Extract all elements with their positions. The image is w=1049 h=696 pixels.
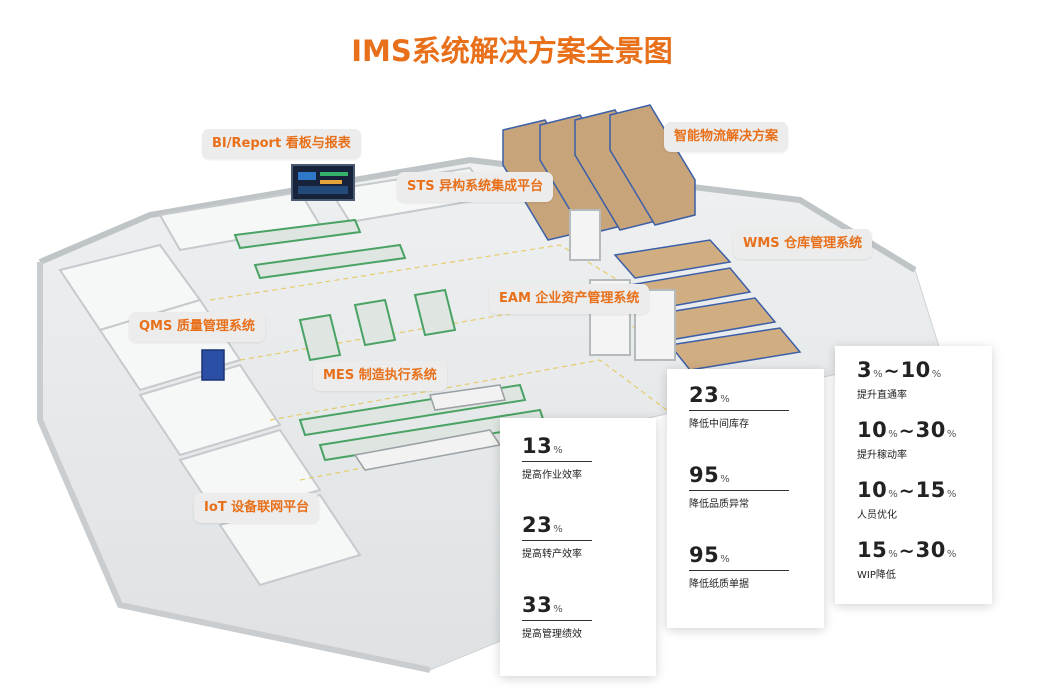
stat-unit: % (946, 489, 957, 500)
stat-value-from: 3 (857, 358, 873, 382)
stat-value: 95 (689, 463, 720, 487)
stat-label: 降低中间库存 (689, 419, 749, 430)
stat-unit: % (888, 489, 898, 500)
stat-unit: % (888, 549, 898, 560)
stats-panel-improvement: 3%~10% 提升直通率 10%~30% 提升稼动率 10%~15% 人员优化 … (835, 346, 992, 604)
stat-unit: % (553, 524, 563, 535)
tag-mes: MES 制造执行系统 (313, 361, 447, 391)
stat-item: 33% 提高管理绩效 (522, 593, 592, 640)
smt-line (353, 384, 506, 471)
stat-divider (689, 410, 789, 411)
stat-item: 15%~30% WIP降低 (857, 538, 956, 581)
stat-item: 10%~30% 提升稼动率 (857, 418, 956, 461)
stat-unit: % (720, 394, 730, 405)
stat-value: 33 (522, 593, 553, 617)
stat-label: 提高作业效率 (522, 470, 582, 481)
tag-sts: STS 异构系统集成平台 (397, 172, 554, 202)
stat-unit: % (931, 369, 942, 380)
bi-dashboard-screen (291, 164, 355, 201)
stat-label: WIP降低 (857, 570, 896, 581)
stat-value: 23 (522, 513, 553, 537)
stat-item: 23% 降低中间库存 (689, 383, 789, 430)
stat-value-to: 30 (915, 538, 946, 562)
stat-range-sep: ~ (898, 540, 915, 562)
stat-label: 提高管理绩效 (522, 629, 582, 640)
stat-divider (689, 570, 789, 571)
stat-range-sep: ~ (883, 360, 900, 382)
stat-label: 降低品质异常 (689, 499, 749, 510)
stat-divider (689, 490, 789, 491)
tag-smart-logistics: 智能物流解决方案 (664, 122, 789, 152)
tag-wms: WMS 仓库管理系统 (733, 229, 873, 259)
stat-value-from: 10 (857, 418, 888, 442)
stat-label: 人员优化 (857, 510, 897, 521)
stat-value-to: 30 (915, 418, 946, 442)
storage-racks (502, 104, 802, 371)
stat-value: 13 (522, 434, 553, 458)
stat-divider (522, 540, 592, 541)
stat-value-from: 15 (857, 538, 888, 562)
stat-unit: % (946, 429, 957, 440)
stat-unit: % (553, 445, 563, 456)
stat-unit: % (720, 474, 730, 485)
tag-bi-report: BI/Report 看板与报表 (202, 129, 361, 159)
production-lines (233, 218, 547, 462)
stat-item: 3%~10% 提升直通率 (857, 358, 941, 401)
qms-cabinet (201, 349, 225, 381)
stat-value-to: 15 (915, 478, 946, 502)
stat-divider (522, 461, 592, 462)
stats-panel-reduction: 23% 降低中间库存 95% 降低品质异常 95% 降低纸质单据 (667, 369, 824, 628)
stat-unit: % (873, 369, 883, 380)
outer-wall-left (37, 262, 431, 673)
stat-unit: % (553, 604, 563, 615)
stat-unit: % (720, 554, 730, 565)
stat-unit: % (888, 429, 898, 440)
stat-value-from: 10 (857, 478, 888, 502)
stat-label: 提升稼动率 (857, 450, 907, 461)
stat-item: 10%~15% 人员优化 (857, 478, 956, 521)
tag-qms: QMS 质量管理系统 (129, 312, 265, 342)
stat-label: 提升直通率 (857, 390, 907, 401)
stat-divider (522, 620, 592, 621)
stat-item: 13% 提高作业效率 (522, 434, 592, 481)
stats-panel-efficiency: 13% 提高作业效率 23% 提高转产效率 33% 提高管理绩效 (500, 418, 656, 676)
stat-range-sep: ~ (898, 480, 915, 502)
tag-iot: IoT 设备联网平台 (194, 493, 320, 523)
stat-item: 23% 提高转产效率 (522, 513, 592, 560)
stat-item: 95% 降低品质异常 (689, 463, 789, 510)
stat-label: 降低纸质单据 (689, 579, 749, 590)
page-title: IMS系统解决方案全景图 (351, 34, 673, 68)
stat-value: 23 (689, 383, 720, 407)
stat-range-sep: ~ (898, 420, 915, 442)
stat-value-to: 10 (900, 358, 931, 382)
outer-wall (38, 156, 917, 273)
stat-item: 95% 降低纸质单据 (689, 543, 789, 590)
stat-label: 提高转产效率 (522, 549, 582, 560)
tag-eam: EAM 企业资产管理系统 (489, 284, 650, 314)
stat-unit: % (946, 549, 957, 560)
stat-value: 95 (689, 543, 720, 567)
